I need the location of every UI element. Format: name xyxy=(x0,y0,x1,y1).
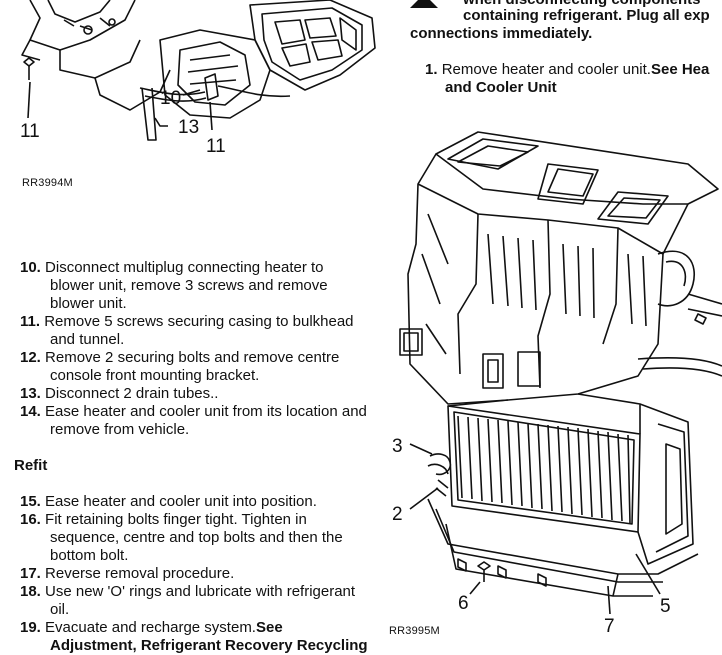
callout-10: 10 xyxy=(160,88,181,109)
callout-11-right: 11 xyxy=(206,136,226,157)
removal-step-12: 12. Remove 2 securing bolts and remove c… xyxy=(20,349,340,384)
warning-triangle-icon xyxy=(410,0,438,8)
refit-step-19: 19. Evacuate and recharge system.See Adj… xyxy=(20,619,368,654)
warning-line-2: containing refrigerant. Plug all exp xyxy=(463,7,710,24)
callout-6: 6 xyxy=(458,593,469,614)
refrigerant-recovery-link[interactable]: Adjustment, Refrigerant Recovery Recycli… xyxy=(50,637,368,654)
figure-caption-right: RR3995M xyxy=(389,625,440,637)
callout-2: 2 xyxy=(392,504,403,525)
warning-line-3: connections immediately. xyxy=(410,25,593,42)
callout-7: 7 xyxy=(604,616,615,637)
callout-5: 5 xyxy=(660,596,671,617)
warning-line-1: when disconnecting components xyxy=(463,0,701,9)
removal-step-14: 14. Ease heater and cooler unit from its… xyxy=(20,403,367,438)
refit-step-15: 15. Ease heater and cooler unit into pos… xyxy=(20,493,317,510)
refit-step-18: 18. Use new 'O' rings and lubricate with… xyxy=(20,583,356,618)
refit-step-16: 16. Fit retaining bolts finger tight. Ti… xyxy=(20,511,343,564)
callout-3: 3 xyxy=(392,436,403,457)
callout-11-left: 11 xyxy=(20,121,40,142)
see-heater-cooler-link[interactable]: See Hea xyxy=(650,61,710,78)
refit-step-17: 17. Reverse removal procedure. xyxy=(20,565,235,582)
heater-removal-illustration-top: 10 13 11 11 xyxy=(20,0,376,157)
removal-step-11: 11. Remove 5 screws securing casing to b… xyxy=(20,313,354,348)
heater-cooler-unit-illustration: 3 2 6 7 5 xyxy=(392,131,722,637)
see-adjustment-link[interactable]: See xyxy=(255,619,283,636)
figure-caption-top: RR3994M xyxy=(22,177,73,189)
refit-heading: Refit xyxy=(14,457,48,474)
heater-cooler-unit-link[interactable]: and Cooler Unit xyxy=(445,79,557,96)
removal-step-1: 1. Remove heater and cooler unit.See Hea… xyxy=(425,61,710,96)
callout-13: 13 xyxy=(178,117,199,138)
removal-step-13: 13. Disconnect 2 drain tubes.. xyxy=(20,385,219,402)
removal-step-10: 10. Disconnect multiplug connecting heat… xyxy=(20,259,328,312)
